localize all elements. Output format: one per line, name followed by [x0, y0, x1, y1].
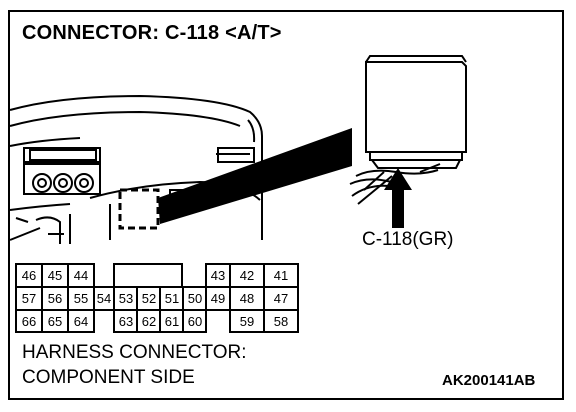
- pin-62: 62: [141, 314, 157, 329]
- pin-50: 50: [187, 291, 203, 306]
- pin-66: 66: [21, 314, 37, 329]
- pin-58: 58: [273, 314, 289, 329]
- pin-45: 45: [47, 268, 63, 283]
- diagram-frame: [8, 10, 564, 400]
- pin-61: 61: [164, 314, 180, 329]
- figure-code: AK200141AB: [442, 372, 536, 389]
- pin-52: 52: [141, 291, 157, 306]
- pin-48: 48: [239, 291, 255, 306]
- pin-46: 46: [21, 268, 37, 283]
- pin-43: 43: [210, 268, 226, 283]
- pin-42: 42: [239, 268, 255, 283]
- pin-57: 57: [21, 291, 37, 306]
- pin-53: 53: [118, 291, 134, 306]
- caption-line-1: HARNESS CONNECTOR:: [22, 342, 247, 363]
- pin-60: 60: [187, 314, 203, 329]
- pin-56: 56: [47, 291, 63, 306]
- pin-63: 63: [118, 314, 134, 329]
- connector-callout-label: C-118(GR): [362, 229, 454, 250]
- pin-49: 49: [210, 291, 226, 306]
- caption-line-2: COMPONENT SIDE: [22, 367, 195, 388]
- pin-54: 54: [96, 291, 112, 306]
- pin-41: 41: [273, 268, 289, 283]
- pin-55: 55: [73, 291, 89, 306]
- pin-64: 64: [73, 314, 89, 329]
- pin-51: 51: [164, 291, 180, 306]
- pin-65: 65: [47, 314, 63, 329]
- pin-44: 44: [73, 268, 89, 283]
- pin-59: 59: [239, 314, 255, 329]
- pin-47: 47: [273, 291, 289, 306]
- connector-title: CONNECTOR: C-118 <A/T>: [22, 22, 282, 44]
